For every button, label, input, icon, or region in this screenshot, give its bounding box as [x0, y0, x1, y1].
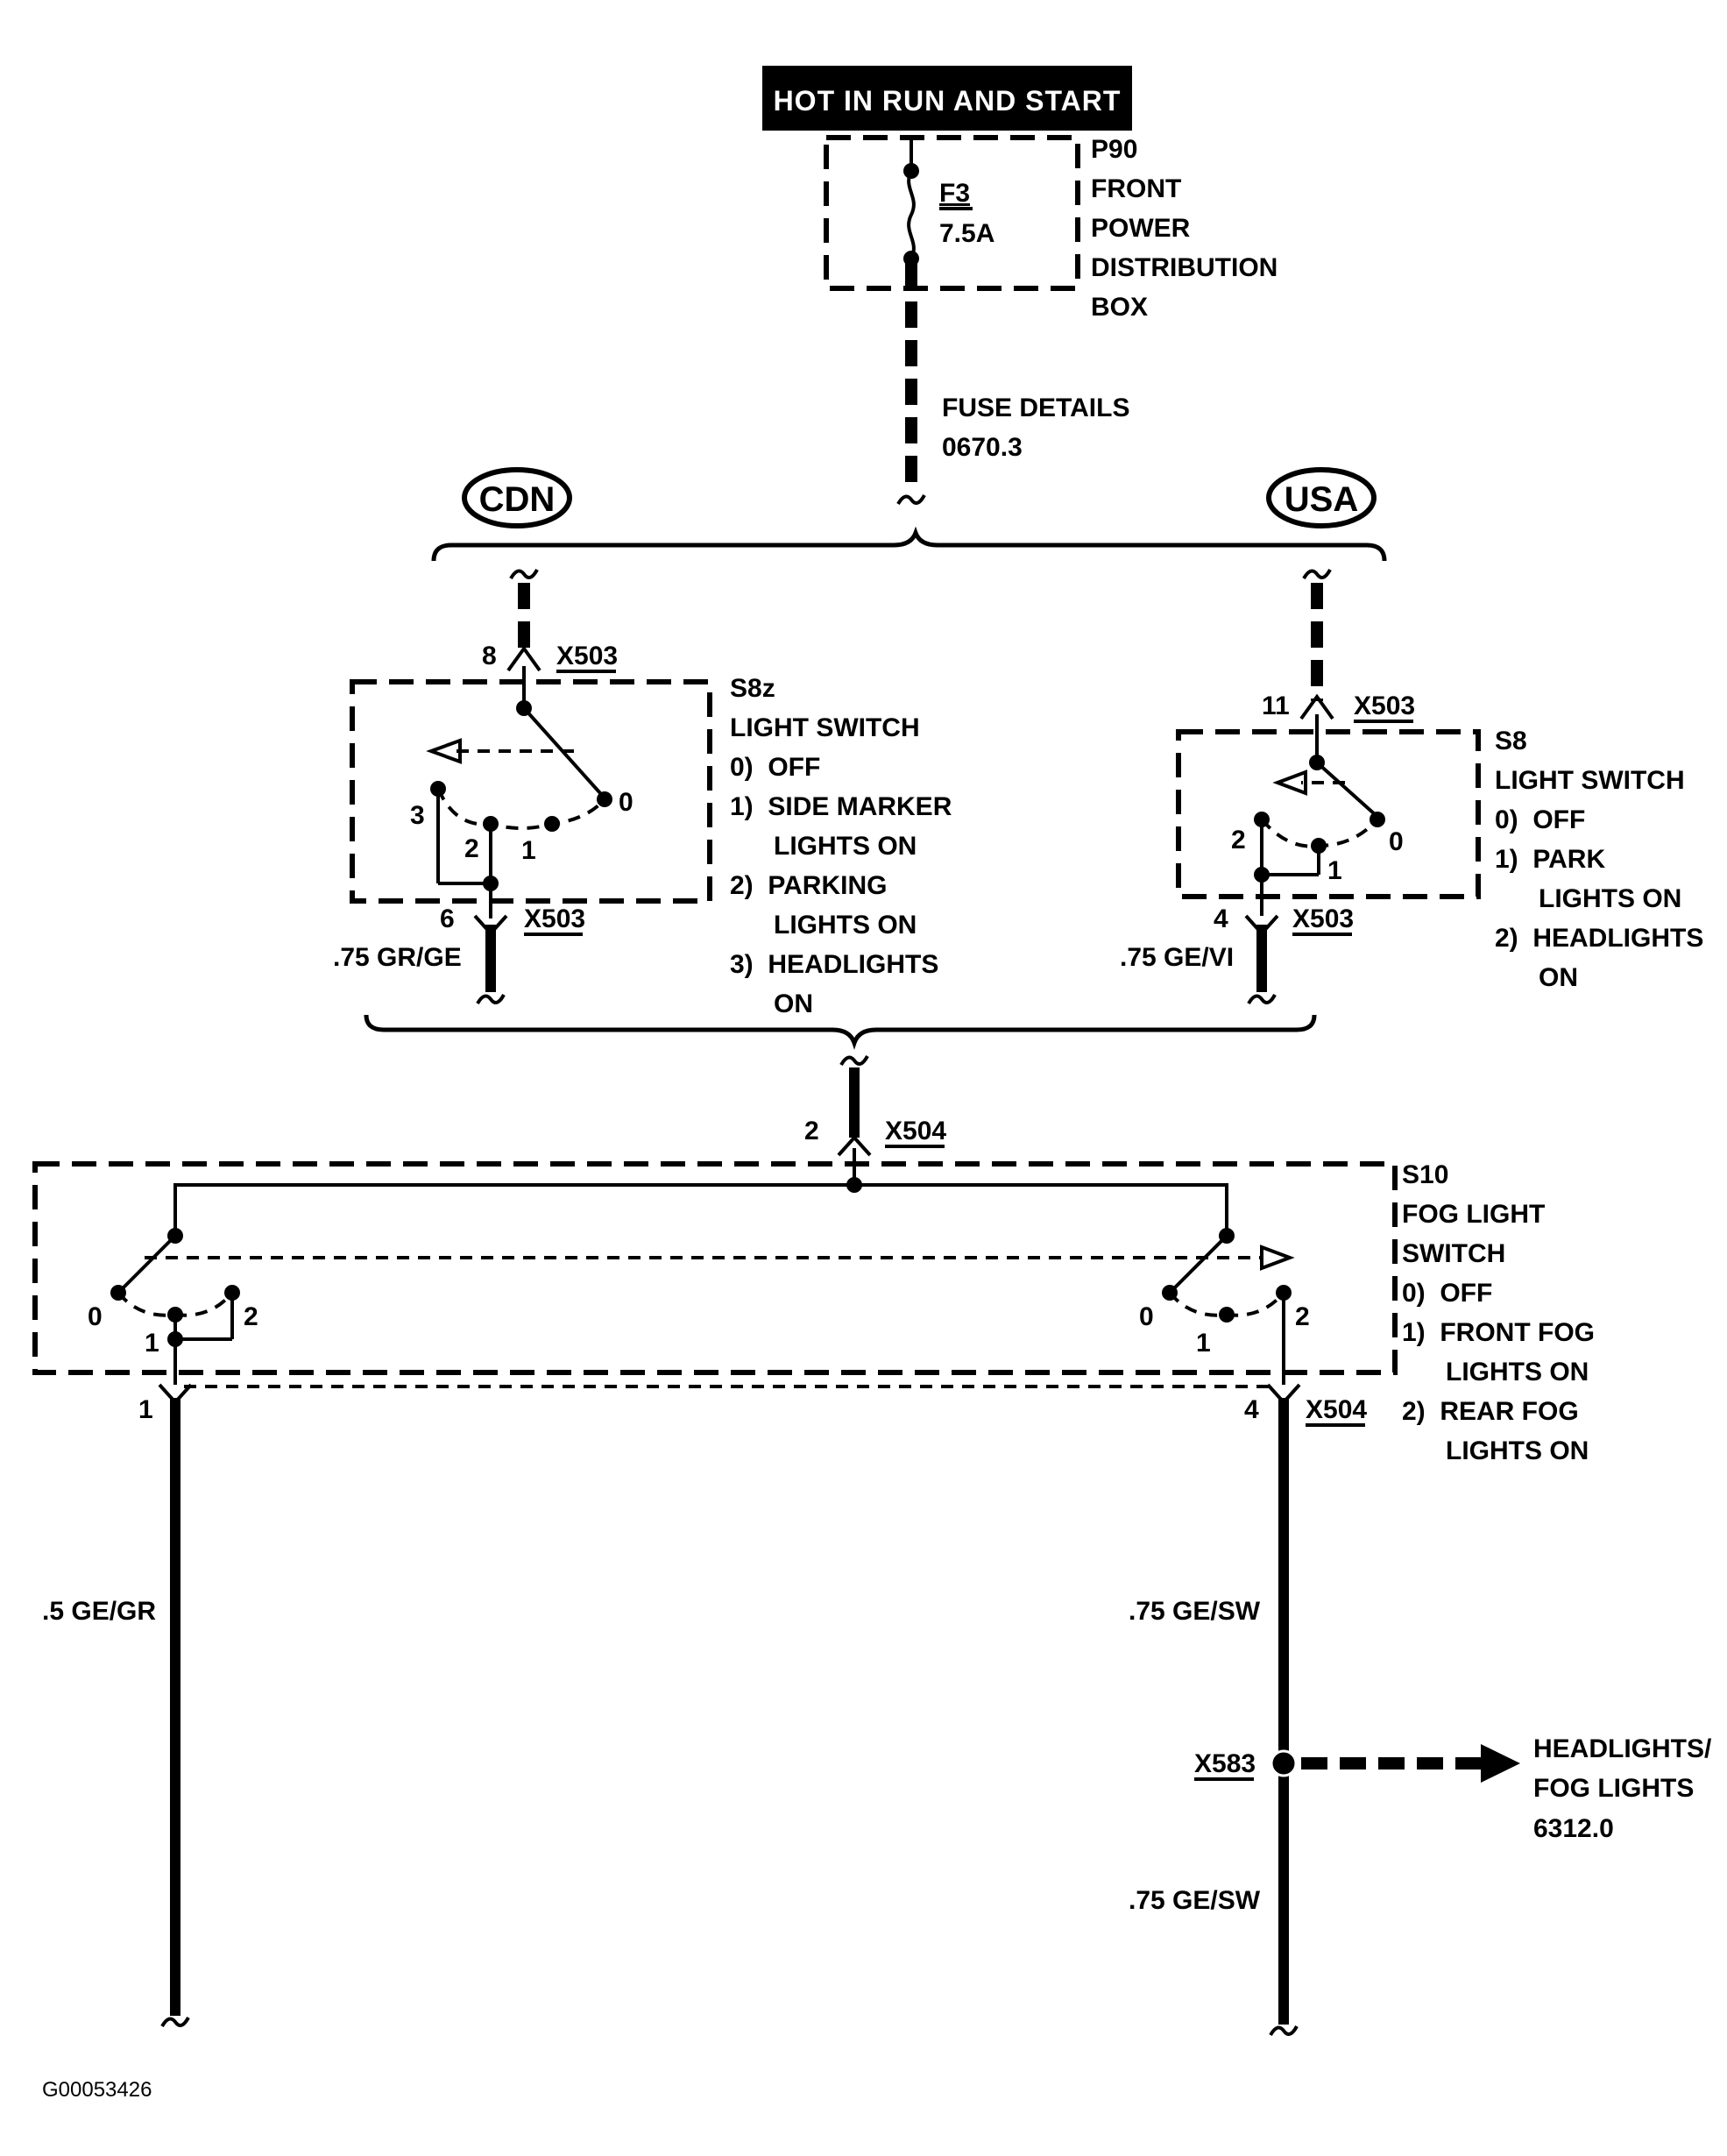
- s8z-pos-3: 3: [410, 801, 425, 830]
- s8-wire-label: .75 GE/VI: [1120, 943, 1234, 972]
- s8z-housing: [350, 679, 712, 904]
- s10-desc-0: S10: [1402, 1160, 1448, 1189]
- s10-right-pos-1: 1: [1196, 1329, 1211, 1358]
- fuse-symbol: [907, 170, 916, 259]
- s8z-desc-3: 1) SIDE MARKER: [730, 792, 952, 821]
- s10-conn-out: X504: [1306, 1395, 1367, 1424]
- s10-left-pos-2: 2: [244, 1302, 258, 1331]
- hot-header-box: [762, 66, 1132, 131]
- output-wires: .5 GE/GR .75 GE/SW .75 GE/SW X583 HEADLI…: [42, 1398, 1712, 2037]
- s10-left-pos-0: 0: [88, 1302, 103, 1331]
- s8z-pin-out: 6: [440, 904, 455, 933]
- dest-line-2: FOG LIGHTS: [1533, 1774, 1694, 1803]
- s8z-desc-5: 2) PARKING: [730, 871, 887, 900]
- usa-oval: [1266, 467, 1377, 528]
- s8z-pos-2: 2: [464, 834, 479, 863]
- fuse-details-line-1: FUSE DETAILS: [942, 394, 1129, 422]
- s8-pos-0: 0: [1389, 827, 1404, 856]
- splice-x583: [1270, 1749, 1298, 1777]
- s8-desc-6: ON: [1495, 963, 1578, 992]
- splice-label: X583: [1194, 1749, 1256, 1778]
- s10-conn-in: X504: [885, 1117, 946, 1145]
- s8z-desc-7: 3) HEADLIGHTS: [730, 950, 938, 979]
- cdn-oval: [462, 467, 572, 528]
- hot-header-text: HOT IN RUN AND START: [774, 85, 1122, 117]
- usa-label: USA: [1285, 480, 1358, 519]
- variant-brace: CDN USA: [431, 467, 1387, 562]
- s10-right-pos-2: 2: [1295, 1302, 1310, 1331]
- s10-pin-in: 2: [804, 1117, 819, 1145]
- box-label-distribution: DISTRIBUTION: [1091, 253, 1278, 282]
- right-wire-label-top: .75 GE/SW: [1129, 1597, 1261, 1626]
- figure-id: G00053426: [42, 2078, 152, 2102]
- dest-line-3: 6312.0: [1533, 1814, 1614, 1843]
- s8-pin-out: 4: [1214, 904, 1228, 933]
- left-wire-label: .5 GE/GR: [42, 1597, 156, 1626]
- s8z-desc-6: LIGHTS ON: [730, 911, 917, 940]
- middle-brace: [364, 1014, 1317, 1050]
- splice-arrow: [1481, 1744, 1520, 1783]
- box-label-front: FRONT: [1091, 174, 1181, 203]
- s8-desc-4: LIGHTS ON: [1495, 884, 1681, 913]
- fuse-id: F3: [939, 179, 970, 208]
- s10-desc-1: FOG LIGHT: [1402, 1200, 1545, 1229]
- s8-desc-5: 2) HEADLIGHTS: [1495, 924, 1703, 953]
- s10-pin-right: 4: [1244, 1395, 1259, 1424]
- s8-blade: [1315, 761, 1377, 817]
- s10-housing: [32, 1161, 1398, 1375]
- s8-housing: [1176, 729, 1481, 899]
- s8z-conn-in: X503: [556, 642, 618, 670]
- s10-switch: 2 X504 0 1 2 0 1 2: [32, 1055, 1595, 1465]
- s10-desc-2: SWITCH: [1402, 1239, 1505, 1268]
- s8-desc-0: S8: [1495, 727, 1527, 755]
- s8z-conn-out: X503: [524, 904, 585, 933]
- s8-desc-1: LIGHT SWITCH: [1495, 766, 1685, 795]
- right-wire-label-bottom: .75 GE/SW: [1129, 1886, 1261, 1915]
- box-label-box: BOX: [1091, 293, 1148, 322]
- s10-right-blade: [1168, 1234, 1228, 1294]
- s8-desc-3: 1) PARK: [1495, 845, 1605, 874]
- s8z-pin-in: 8: [482, 642, 497, 670]
- s10-left-pos-1: 1: [145, 1329, 159, 1358]
- s8z-desc-2: 0) OFF: [730, 753, 820, 782]
- s10-desc-5: LIGHTS ON: [1402, 1358, 1589, 1387]
- s8z-pos-0: 0: [619, 788, 633, 817]
- s8-conn-in: X503: [1354, 691, 1415, 720]
- fuse-terminal-bottom: [903, 251, 919, 266]
- cdn-label: CDN: [479, 480, 556, 519]
- s8-pin-in: 11: [1262, 691, 1290, 720]
- s8z-desc-8: ON: [730, 989, 813, 1018]
- box-label-p90: P90: [1091, 135, 1137, 164]
- s10-desc-7: LIGHTS ON: [1402, 1436, 1589, 1465]
- s8z-desc-4: LIGHTS ON: [730, 832, 917, 861]
- s8z-pos-1: 1: [521, 836, 536, 865]
- s8-conn-out: X503: [1292, 904, 1354, 933]
- s10-left-blade: [117, 1234, 177, 1294]
- s10-desc-3: 0) OFF: [1402, 1279, 1492, 1308]
- s8z-desc-0: S8z: [730, 674, 775, 703]
- top-brace: [431, 526, 1387, 562]
- fuse-rating: 7.5A: [939, 219, 994, 248]
- supply-section: HOT IN RUN AND START P90 FRONT POWER DIS…: [762, 66, 1278, 506]
- s8-pos-2: 2: [1231, 826, 1246, 855]
- fuse-details-line-2: 0670.3: [942, 433, 1023, 462]
- s10-right-pos-0: 0: [1139, 1302, 1154, 1331]
- s8-pos-1: 1: [1327, 856, 1342, 885]
- s8z-switch: 8 X503 0 1 2 3 6 X503 .75 GR/GE S8z LIGH…: [333, 569, 952, 1018]
- s10-desc-4: 1) FRONT FOG: [1402, 1318, 1595, 1347]
- s8z-desc-1: LIGHT SWITCH: [730, 713, 920, 742]
- dest-line-1: HEADLIGHTS/: [1533, 1734, 1712, 1763]
- box-label-power: POWER: [1091, 214, 1191, 243]
- s8-desc-2: 0) OFF: [1495, 805, 1585, 834]
- s10-desc-6: 2) REAR FOG: [1402, 1397, 1579, 1426]
- s10-pin-left: 1: [138, 1395, 153, 1424]
- power-distribution-box: [824, 135, 1080, 291]
- s8z-wire-label: .75 GR/GE: [333, 943, 462, 972]
- s8-switch: 11 X503 0 1 2 4 X503 .75 GE/VI S8 LIGHT …: [1120, 569, 1703, 1005]
